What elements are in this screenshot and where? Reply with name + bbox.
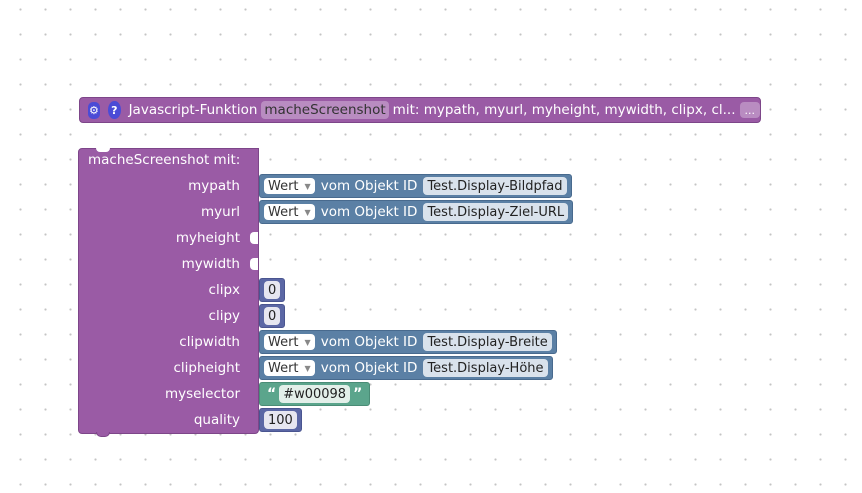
help-icon[interactable]: ? [107,101,121,119]
object-id-label: vom Objekt ID [320,178,418,194]
empty-socket-mywidth[interactable] [250,258,258,270]
string-field[interactable]: #w00098 [279,385,351,403]
function-name-field[interactable]: macheScreenshot [261,101,389,119]
chevron-down-icon: ▼ [304,363,311,373]
block-top-notch [96,147,110,152]
value-dropdown[interactable]: Wert▼ [264,360,315,376]
number-field[interactable]: 0 [264,307,281,325]
object-id-label: vom Objekt ID [320,334,418,350]
empty-socket-myheight[interactable] [250,232,258,244]
number-block-clipx[interactable]: 0 [259,278,286,302]
param-label-myheight: myheight [175,230,240,246]
function-header-block[interactable]: ⚙ ? Javascript-Funktion macheScreenshot … [79,97,761,123]
object-id-field[interactable]: Test.Display-Bildpfad [423,177,567,195]
number-block-quality[interactable]: 100 [259,408,302,432]
more-button[interactable]: ... [739,102,760,118]
gear-icon[interactable]: ⚙ [88,101,100,119]
function-label: Javascript-Funktion [128,102,258,118]
function-params-text: mit: mypath, myurl, myheight, mywidth, c… [392,102,736,118]
chevron-down-icon: ▼ [304,207,311,217]
object-id-field[interactable]: Test.Display-Breite [423,333,552,351]
chevron-down-icon: ▼ [304,181,311,191]
param-label-clipy: clipy [208,308,240,324]
text-block-myselector[interactable]: “ #w00098 ” [259,382,371,406]
object-id-field[interactable]: Test.Display-Ziel-URL [423,203,569,221]
number-block-clipy[interactable]: 0 [259,304,286,328]
procedure-block[interactable] [78,148,259,434]
object-id-label: vom Objekt ID [320,204,418,220]
object-value-block-myurl[interactable]: Wert▼ vom Objekt ID Test.Display-Ziel-UR… [259,200,574,224]
param-label-myurl: myurl [201,204,240,220]
param-label-clipx: clipx [208,282,240,298]
value-dropdown[interactable]: Wert▼ [264,334,315,350]
param-label-clipheight: clipheight [173,360,240,376]
object-value-block-mypath[interactable]: Wert▼ vom Objekt ID Test.Display-Bildpfa… [259,174,572,198]
object-value-block-clipwidth[interactable]: Wert▼ vom Objekt ID Test.Display-Breite [259,330,557,354]
param-label-clipwidth: clipwidth [179,334,240,350]
close-quote-icon: ” [353,386,363,402]
object-value-block-clipheight[interactable]: Wert▼ vom Objekt ID Test.Display-Höhe [259,356,553,380]
param-label-quality: quality [193,412,240,428]
param-label-mypath: mypath [188,178,240,194]
procedure-title: macheScreenshot mit: [88,152,241,168]
open-quote-icon: “ [267,386,277,402]
object-id-label: vom Objekt ID [320,360,418,376]
value-dropdown[interactable]: Wert▼ [264,178,315,194]
chevron-down-icon: ▼ [304,337,311,347]
param-label-myselector: myselector [164,386,240,402]
object-id-field[interactable]: Test.Display-Höhe [423,359,548,377]
number-field[interactable]: 0 [264,281,281,299]
param-label-mywidth: mywidth [181,256,240,272]
number-field[interactable]: 100 [264,411,297,429]
value-dropdown[interactable]: Wert▼ [264,204,315,220]
